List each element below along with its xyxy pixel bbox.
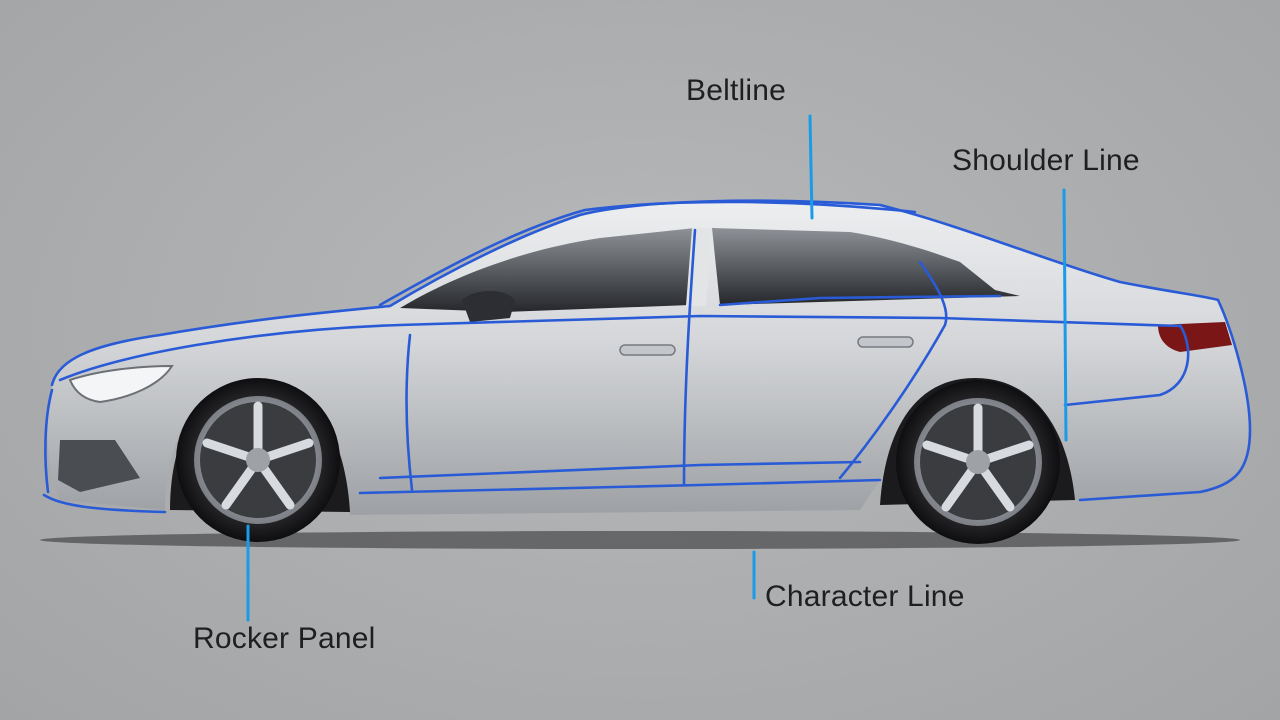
tail-light [1158, 322, 1232, 352]
front-window [400, 228, 695, 312]
shoulder-line-label: Shoulder Line [952, 144, 1140, 177]
beltline-leader [808, 114, 814, 220]
side-mirror [462, 291, 515, 322]
shoulder-line-leader [1062, 188, 1068, 442]
rear-door-handle [857, 336, 914, 348]
front-door-handle [619, 344, 676, 356]
front-wheel [176, 378, 340, 542]
character-line-label: Character Line [765, 580, 965, 613]
ground-shadow [40, 531, 1240, 549]
headlight [68, 364, 174, 404]
rear-window [712, 228, 1020, 305]
design-line-outlines [42, 199, 1252, 514]
rear-wheel [896, 380, 1060, 544]
rocker-panel-label: Rocker Panel [193, 622, 376, 655]
leader-lines [246, 114, 1068, 622]
lower-grille [58, 440, 140, 492]
beltline-label: Beltline [686, 74, 786, 107]
